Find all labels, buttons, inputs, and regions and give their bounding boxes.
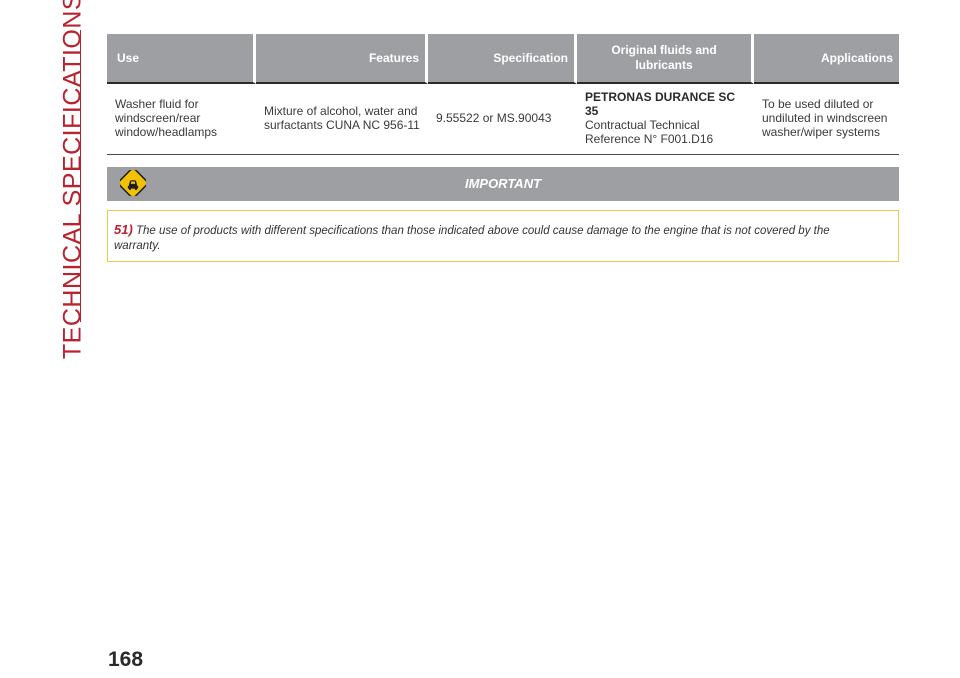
note-number: 51) — [114, 222, 133, 237]
product-reference: Contractual Technical Reference N° F001.… — [585, 118, 714, 146]
header-applications: Applications — [754, 34, 899, 84]
note-body: The use of products with different speci… — [114, 225, 830, 252]
table-header-row: Use Features Specification Original flui… — [107, 34, 899, 84]
cell-features: Mixture of alcohol, water and surfactant… — [256, 84, 428, 155]
section-divider — [80, 30, 81, 322]
cell-use: Washer fluid for windscreen/rear window/… — [107, 84, 256, 155]
cell-applications: To be used diluted or undiluted in winds… — [754, 84, 899, 155]
note-text-block: 51) The use of products with different s… — [114, 222, 878, 254]
section-title-text: TECHNICAL SPECIFICATIONS — [58, 0, 87, 360]
cell-specification: 9.55522 or MS.90043 — [428, 84, 577, 155]
section-side-title: TECHNICAL SPECIFICATIONS — [58, 0, 88, 359]
important-note: 51) The use of products with different s… — [107, 210, 899, 262]
header-features: Features — [256, 34, 428, 84]
header-specification: Specification — [428, 34, 577, 84]
header-original-fluids: Original fluids and lubricants — [577, 34, 754, 84]
car-warning-icon — [120, 170, 146, 196]
important-banner: IMPORTANT — [107, 167, 899, 201]
header-use: Use — [107, 34, 256, 84]
page-number: 168 — [108, 648, 144, 671]
product-name: PETRONAS DURANCE SC 35 — [585, 90, 736, 118]
fluids-spec-table: Use Features Specification Original flui… — [107, 34, 899, 155]
table-row: Washer fluid for windscreen/rear window/… — [107, 84, 899, 155]
important-title: IMPORTANT — [464, 176, 542, 191]
cell-original-fluids: PETRONAS DURANCE SC 35 Contractual Techn… — [577, 84, 754, 155]
